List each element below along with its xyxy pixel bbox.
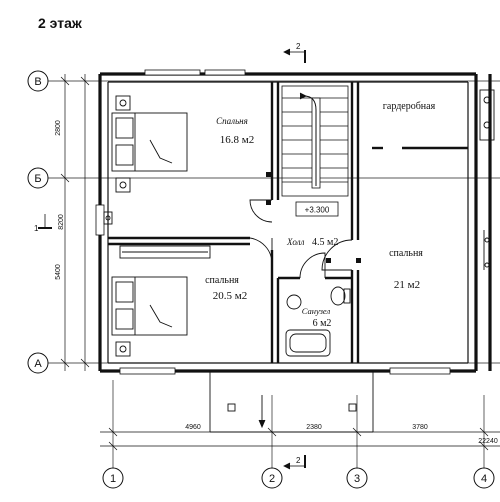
axis-label-row-v: В xyxy=(34,76,41,88)
floor-title: 2 этаж xyxy=(38,15,83,31)
dim-bottom-total: 22240 xyxy=(478,438,498,445)
room-area-bedroom-2: 20.5 м2 xyxy=(213,290,247,302)
room-name-bedroom-3: спальня xyxy=(389,248,423,259)
built-in-wardrobe xyxy=(119,245,211,259)
level-mark-box xyxy=(295,201,339,217)
door-swings xyxy=(249,199,353,279)
dim-bottom-3: 3780 xyxy=(412,424,428,431)
axis-label-col-2: 2 xyxy=(269,473,275,485)
axis-label-row-a: А xyxy=(34,358,42,370)
section-mark-top xyxy=(283,48,306,63)
room-name-bathroom: Санузел xyxy=(302,306,331,316)
room-area-bedroom-3: 21 м2 xyxy=(394,279,420,291)
dim-left-total: 8200 xyxy=(58,214,65,230)
wall-marks xyxy=(266,172,361,263)
dim-bottom-2: 2380 xyxy=(306,424,322,431)
axis-label-col-1: 1 xyxy=(110,473,116,485)
axis-label-col-4: 4 xyxy=(481,473,487,485)
axis-lines xyxy=(48,80,500,470)
room-name-hall: Холл xyxy=(286,237,305,247)
room-name-bedroom-1: Спальня xyxy=(216,116,248,126)
room-area-bathroom: 6 м2 xyxy=(313,318,332,329)
nightstands xyxy=(103,95,131,357)
axis-bubbles xyxy=(27,70,495,489)
right-column xyxy=(479,89,495,270)
bathroom-fixtures xyxy=(285,286,351,357)
section-mark-left xyxy=(38,214,52,229)
section-label-top: 2 xyxy=(296,42,301,51)
section-mark-bottom xyxy=(283,455,306,470)
room-area-hall: 4.5 м2 xyxy=(312,237,338,248)
room-name-wardrobe: гардеробная xyxy=(383,101,436,112)
room-name-bedroom-2: спальня xyxy=(205,275,239,286)
dim-left-lower: 5400 xyxy=(55,264,62,280)
bottom-dimension-lines xyxy=(100,427,500,451)
dim-bottom-1: 4960 xyxy=(185,424,201,431)
room-area-bedroom-1: 16.8 м2 xyxy=(220,134,254,146)
dim-left-upper: 2800 xyxy=(55,120,62,136)
section-label-bottom: 2 xyxy=(296,456,301,465)
staircase xyxy=(281,85,349,197)
axis-label-col-3: 3 xyxy=(354,473,360,485)
level-mark: +3.300 xyxy=(305,206,330,215)
bed-upper xyxy=(111,112,188,172)
bed-lower xyxy=(111,276,188,336)
section-label-left: 1 xyxy=(34,224,39,233)
porch xyxy=(209,371,374,433)
axis-label-row-b: Б xyxy=(34,173,41,185)
interior-walls xyxy=(108,82,468,363)
left-dimension-lines xyxy=(60,74,90,371)
outer-walls xyxy=(98,72,492,373)
